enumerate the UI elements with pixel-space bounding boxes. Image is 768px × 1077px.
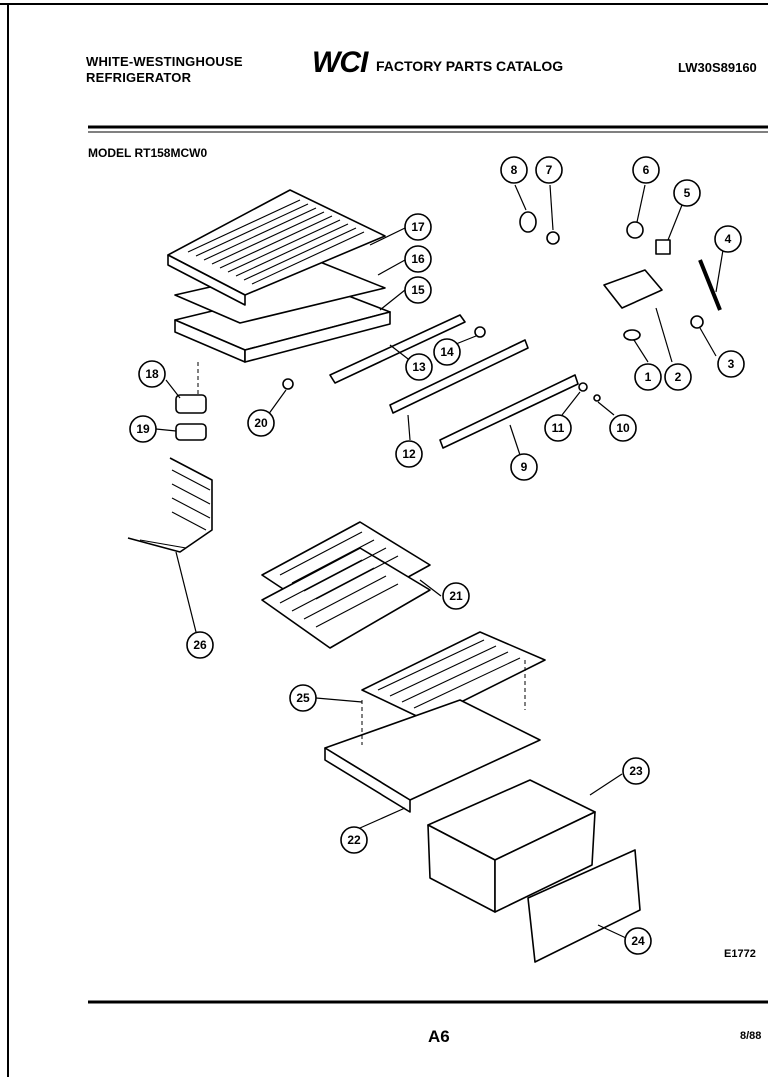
screw-10 (593, 394, 601, 402)
svg-text:10: 10 (616, 421, 630, 435)
diagram-id: E1772 (724, 948, 756, 960)
callout-11: 11 (544, 414, 572, 442)
crisper-pan-23 (427, 779, 596, 913)
svg-text:16: 16 (411, 252, 425, 266)
callout-17: 17 (404, 213, 432, 241)
callout-19: 19 (129, 415, 157, 443)
svg-text:23: 23 (629, 764, 643, 778)
svg-text:18: 18 (145, 367, 159, 381)
callout-21: 21 (442, 582, 470, 610)
switch-3 (690, 315, 704, 329)
shelf-assembly-top (167, 189, 391, 363)
shelves-21 (261, 521, 431, 649)
callout-5: 5 (673, 179, 701, 207)
callout-4: 4 (714, 225, 742, 253)
model-label: MODEL RT158MCW0 (88, 146, 208, 160)
svg-text:2: 2 (675, 370, 682, 384)
svg-text:19: 19 (136, 422, 150, 436)
product-type: REFRIGERATOR (86, 70, 192, 85)
rail-12 (389, 339, 529, 414)
bracket-19 (175, 423, 207, 441)
svg-text:21: 21 (449, 589, 463, 603)
svg-text:3: 3 (728, 357, 735, 371)
nut-14 (474, 326, 486, 338)
callout-23: 23 (622, 757, 650, 785)
svg-text:26: 26 (193, 638, 207, 652)
callout-13: 13 (405, 353, 433, 381)
print-date: 8/88 (740, 1030, 762, 1042)
callout-1: 1 (634, 363, 662, 391)
svg-text:8: 8 (511, 163, 518, 177)
svg-text:1: 1 (645, 370, 652, 384)
rail-9 (439, 374, 579, 449)
callout-8: 8 (500, 156, 528, 184)
svg-text:4: 4 (725, 232, 732, 246)
callout-16: 16 (404, 245, 432, 273)
svg-text:5: 5 (684, 186, 691, 200)
callout-18: 18 (138, 360, 166, 388)
wci-logo: WCI (312, 46, 368, 79)
light-bulb-8 (519, 211, 537, 233)
crisper-cover-25 (361, 631, 546, 721)
svg-text:9: 9 (521, 460, 528, 474)
callout-2: 2 (664, 363, 692, 391)
svg-text:15: 15 (411, 283, 425, 297)
callout-20: 20 (247, 409, 275, 437)
svg-text:22: 22 (347, 833, 361, 847)
callout-7: 7 (535, 156, 563, 184)
light-housing-2 (603, 269, 663, 309)
svg-text:12: 12 (402, 447, 416, 461)
callout-9: 9 (510, 453, 538, 481)
shelf-support-13 (329, 314, 466, 384)
brand-name: WHITE-WESTINGHOUSE (86, 54, 243, 69)
bulb-cap-7 (546, 231, 560, 245)
pan-front-24 (527, 849, 641, 963)
screw-20 (282, 378, 294, 390)
brand-block: WHITE-WESTINGHOUSE REFRIGERATOR (86, 54, 243, 86)
svg-text:17: 17 (411, 220, 425, 234)
svg-text:25: 25 (296, 691, 310, 705)
callout-6: 6 (632, 156, 660, 184)
callout-25: 25 (289, 684, 317, 712)
bracket-18 (175, 394, 207, 414)
thermostat-6 (626, 221, 644, 239)
page-number: A6 (428, 1027, 450, 1046)
svg-text:14: 14 (440, 345, 454, 359)
svg-text:11: 11 (552, 421, 565, 435)
socket-5 (655, 239, 671, 255)
knob-1 (623, 329, 641, 341)
crisper-frame-22 (324, 699, 541, 801)
svg-text:6: 6 (643, 163, 650, 177)
callout-15: 15 (404, 276, 432, 304)
crisper-frame-side (324, 747, 411, 813)
wire-rack-26 (127, 457, 213, 553)
callout-14: 14 (433, 338, 461, 366)
catalog-title: FACTORY PARTS CATALOG (376, 58, 564, 74)
wire-4 (698, 259, 722, 311)
callout-22: 22 (340, 826, 368, 854)
svg-text:13: 13 (412, 360, 426, 374)
svg-text:7: 7 (546, 163, 553, 177)
svg-text:20: 20 (254, 416, 268, 430)
callout-24: 24 (624, 927, 652, 955)
callout-10: 10 (609, 414, 637, 442)
catalog-number: LW30S89160 (678, 60, 757, 75)
callout-26: 26 (186, 631, 214, 659)
callout-3: 3 (717, 350, 745, 378)
callout-12: 12 (395, 440, 423, 468)
spacer-11 (578, 382, 588, 392)
svg-text:24: 24 (631, 934, 645, 948)
